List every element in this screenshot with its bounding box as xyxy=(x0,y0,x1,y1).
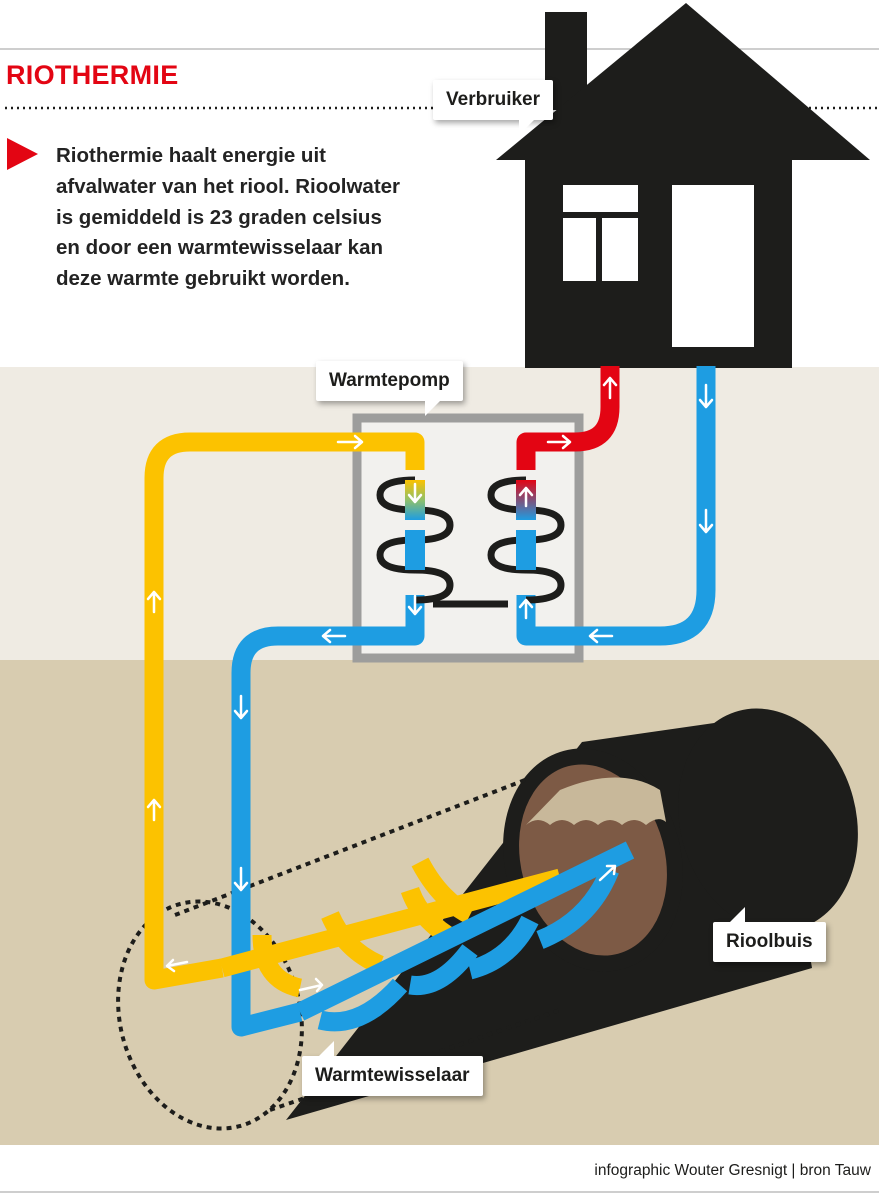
house-icon xyxy=(496,3,870,368)
callout-sewer-pipe: Rioolbuis xyxy=(713,907,826,962)
pipe-blue-return xyxy=(231,595,425,1037)
flow-arrow-icon xyxy=(407,482,423,504)
flow-arrow-icon xyxy=(233,866,249,892)
flow-arrow-icon xyxy=(146,798,162,822)
flow-arrow-icon xyxy=(146,590,162,614)
exchanger-blue-loops xyxy=(295,841,635,1032)
pipe-yellow-supply xyxy=(144,432,425,990)
flow-arrow-icon xyxy=(233,694,249,720)
exchanger-yellow-loops xyxy=(219,857,563,998)
gradient-right-mid xyxy=(516,530,536,570)
sewer-pipe xyxy=(286,708,858,1120)
pipes xyxy=(144,366,716,1037)
house-door xyxy=(672,185,754,347)
intro-text: Riothermie haalt energie uit afvalwater … xyxy=(56,144,401,290)
page-title: RIOTHERMIE xyxy=(6,60,179,90)
pipe-red-to-house xyxy=(516,366,620,470)
flow-arrow-icon xyxy=(298,977,324,993)
callout-heat-exchanger: Warmtewisselaar xyxy=(302,1041,483,1096)
flow-arrows xyxy=(146,376,714,993)
flow-arrow-icon xyxy=(518,598,534,620)
flow-arrow-icon xyxy=(602,376,618,400)
gradient-left-mid xyxy=(405,530,425,570)
flow-arrow-icon xyxy=(407,594,423,616)
triangle-bullet-icon xyxy=(7,138,38,170)
callout-heat-pump: Warmtepomp xyxy=(316,361,463,416)
flow-arrow-icon xyxy=(518,486,534,508)
flow-arrow-icon xyxy=(321,628,347,644)
pipe-blue-from-house xyxy=(516,366,716,646)
flow-arrow-icon xyxy=(598,864,617,882)
credit-line: infographic Wouter Gresnigt | bron Tauw xyxy=(594,1162,871,1179)
flow-arrow-icon xyxy=(588,628,614,644)
flow-arrow-icon xyxy=(165,958,189,973)
flow-arrow-icon xyxy=(698,383,714,409)
callout-consumer: Verbruiker xyxy=(433,80,553,135)
flow-arrow-icon xyxy=(546,434,572,450)
flow-arrow-icon xyxy=(336,434,364,450)
flow-arrow-icon xyxy=(698,508,714,534)
